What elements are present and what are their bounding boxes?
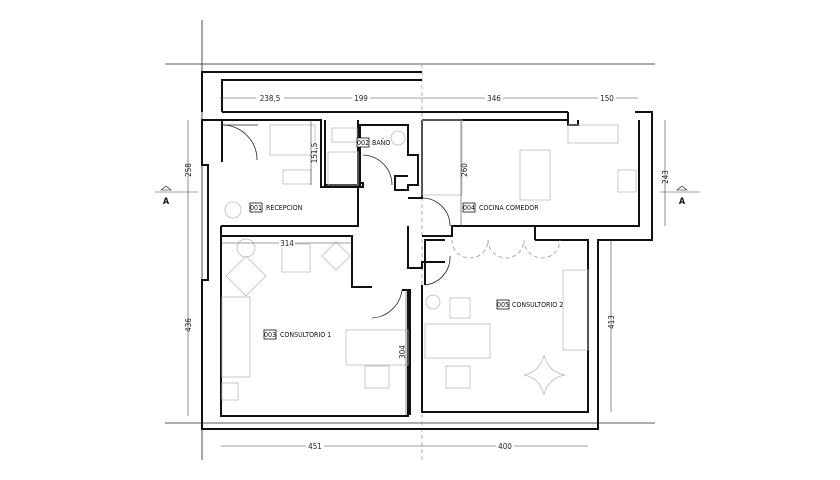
dim-bottom-2: 400 [498, 442, 512, 451]
svg-text:003: 003 [264, 331, 276, 339]
exterior-walls [201, 71, 653, 430]
side-table [321, 241, 351, 271]
couch [221, 296, 251, 378]
svg-text:CONSULTORIO 1: CONSULTORIO 1 [280, 331, 331, 339]
dim-right-1: 243 [661, 170, 670, 184]
doors [221, 124, 561, 319]
toilet [390, 130, 406, 146]
cabinet [562, 269, 589, 351]
svg-text:002: 002 [357, 139, 369, 147]
dim-consultorio1-height: 304 [398, 345, 407, 359]
dim-top-1: 238,5 [260, 94, 281, 103]
dim-consultorio1-width: 314 [280, 239, 294, 248]
side-table [282, 169, 312, 185]
cooktop [567, 124, 619, 144]
room-label-consultorio-1: 003 CONSULTORIO 1 [263, 329, 331, 340]
section-mark-right: A [660, 185, 700, 207]
dim-right-2: 413 [607, 315, 616, 329]
svg-text:RECEPCION: RECEPCION [266, 204, 303, 212]
dim-left-2: 436 [184, 318, 193, 332]
stairs [421, 119, 463, 196]
plant [236, 238, 256, 258]
desk [345, 329, 409, 366]
chair [445, 365, 471, 389]
bin [221, 382, 239, 401]
section-mark-left: A [155, 185, 198, 207]
dim-top-4: 150 [600, 94, 614, 103]
sofa [269, 124, 316, 156]
room-label-recepcion: 001 RECEPCION [249, 202, 303, 213]
fridge [617, 169, 637, 193]
dimension-labels: 238,5 199 346 150 258 436 243 413 451 40… [184, 92, 670, 451]
armchair [225, 255, 267, 297]
svg-text:BAÑO: BAÑO [372, 138, 390, 147]
desk [424, 323, 491, 359]
svg-text:004: 004 [463, 204, 475, 212]
svg-text:005: 005 [497, 301, 509, 309]
svg-text:A: A [679, 197, 686, 207]
dim-left-1: 258 [184, 163, 193, 177]
dim-bano-height: 151,5 [310, 143, 319, 164]
chair [449, 297, 471, 319]
armchair [281, 243, 311, 273]
dim-bottom-1: 451 [308, 442, 322, 451]
room-label-bano: 002 BAÑO [356, 137, 390, 148]
plant [224, 201, 242, 219]
svg-text:COCINA COMEDOR: COCINA COMEDOR [479, 204, 539, 212]
svg-text:001: 001 [250, 204, 262, 212]
room-label-cocina-comedor: 004 COCINA COMEDOR [462, 202, 539, 213]
dimension-lines [187, 97, 666, 447]
dim-cocina-height: 260 [460, 163, 469, 177]
dim-top-2: 199 [354, 94, 368, 103]
shower [327, 151, 359, 186]
svg-text:CONSULTORIO 2: CONSULTORIO 2 [512, 301, 563, 309]
chair [364, 365, 390, 389]
dining-table [519, 149, 551, 201]
furniture [221, 119, 637, 401]
plant [425, 294, 441, 310]
dim-top-3: 346 [487, 94, 501, 103]
massage-table [523, 354, 566, 396]
room-label-consultorio-2: 005 CONSULTORIO 2 [496, 299, 563, 310]
svg-text:A: A [163, 197, 170, 207]
sink [331, 127, 358, 143]
